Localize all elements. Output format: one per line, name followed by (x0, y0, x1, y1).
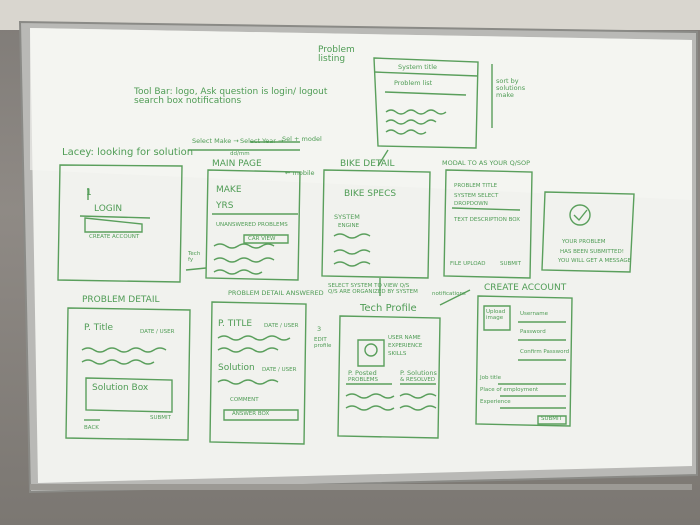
problem-answered-title: P. TITLE (218, 319, 253, 329)
tech-col-right-sub: & RESOLVED (400, 377, 436, 383)
tech-profile-note: EDIT profile (314, 337, 332, 349)
modal-heading: MODAL TO AS YOUR Q/SOP (442, 159, 531, 167)
confirm-line-0: YOUR PROBLEM (562, 239, 606, 245)
bike-system-sub: ENGINE (338, 223, 360, 229)
problem-listing-heading: Problem listing (318, 45, 355, 65)
problem-answered-date: DATE / USER (264, 323, 299, 329)
confirm-line-1: HAS BEEN SUBMITTED! (560, 249, 624, 255)
problem-answered-solution-meta: DATE / USER (262, 367, 297, 373)
confirm-line-2: YOU WILL GET A MESSAGE (558, 258, 632, 264)
bike-specs: BIKE SPECS (344, 189, 397, 199)
login-label: LOGIN (94, 204, 123, 214)
modal-line-1: SYSTEM SELECT (454, 193, 499, 199)
lacey-heading: Lacey: looking for solution (62, 147, 194, 158)
tech-profile-marker: 3 (317, 325, 322, 333)
tech-col-right: P. Solutions (400, 369, 437, 377)
solution-box: Solution Box (92, 383, 149, 393)
main-page-year: YRS (216, 201, 234, 211)
answer-box: ANSWER BOX (232, 411, 270, 417)
modal-line-3: TEXT DESCRIPTION BOX (454, 217, 521, 223)
tech-col-left-sub: PROBLEMS (348, 377, 379, 383)
sort-note: sort by solutions make (496, 77, 526, 99)
problem-detail-date: DATE / USER (140, 329, 175, 335)
bike-detail-note: SELECT SYSTEM TO VIEW Q/S Q/S ARE ORGANI… (328, 283, 418, 295)
create-account-button: CREATE ACCOUNT (89, 234, 140, 240)
tech-col-left: P. Posted (348, 369, 377, 377)
unanswered-problems: UNANSWERED PROBLEMS (216, 222, 288, 228)
problem-answered-heading: PROBLEM DETAIL ANSWERED (228, 289, 324, 297)
problem-list-header: Problem list (394, 79, 433, 87)
modal-submit: SUBMIT (500, 261, 522, 267)
notification-note: notifications (432, 291, 466, 297)
username-field: Username (520, 311, 549, 317)
tech-badge-0: USER NAME (388, 335, 421, 341)
login-side-note: Tech fy (188, 251, 201, 263)
problem-answered-comment: COMMENT (230, 397, 259, 403)
bike-detail-heading: BIKE DETAIL (340, 159, 395, 169)
problem-detail-title: P. Title (84, 323, 114, 333)
password-field: Password (520, 329, 546, 335)
flow-note-right: Sel + model (282, 135, 322, 143)
place-employment-field: Place of employment (480, 387, 539, 393)
job-title-field: Job title (480, 375, 501, 381)
problem-answered-solution: Solution (218, 363, 255, 373)
system-title-heading: System title (398, 63, 438, 71)
tech-badge-1: EXPERIENCE (388, 343, 423, 349)
main-page-make: MAKE (216, 185, 242, 195)
mobile-note: ← mobile (285, 169, 315, 177)
car-view-chip: CAR VIEW (248, 236, 276, 242)
create-account-heading: CREATE ACCOUNT (484, 283, 567, 293)
main-page-heading: MAIN PAGE (212, 159, 262, 169)
sketch-lines (57, 57, 635, 445)
experience-field: Experience (480, 399, 511, 405)
problem-detail-submit: SUBMIT (150, 415, 172, 421)
tech-badge-2: SKILLS (388, 351, 407, 357)
bike-system: SYSTEM (334, 213, 360, 221)
toolbar-note: Tool Bar: logo, Ask question is login/ l… (134, 87, 328, 107)
create-account-submit: SUBMIT (541, 416, 563, 422)
login-marker: 1 (86, 188, 92, 198)
flow-note-left: Select Make → (192, 137, 239, 145)
problem-detail-back: BACK (84, 425, 99, 431)
modal-line-0: PROBLEM TITLE (454, 183, 498, 189)
flow-note-dd: dd/mm (230, 151, 250, 157)
tech-profile-heading: Tech Profile (360, 303, 417, 314)
problem-detail-heading: PROBLEM DETAIL (82, 295, 160, 305)
modal-line-2: DROPDOWN (454, 201, 488, 207)
flow-note-mid: Select Year → (240, 137, 284, 145)
upload-image: Upload image (486, 309, 506, 321)
marker-tray (30, 484, 692, 490)
modal-file-upload: FILE UPLOAD (450, 261, 486, 267)
confirm-password-field: Confirm Password (520, 349, 570, 355)
